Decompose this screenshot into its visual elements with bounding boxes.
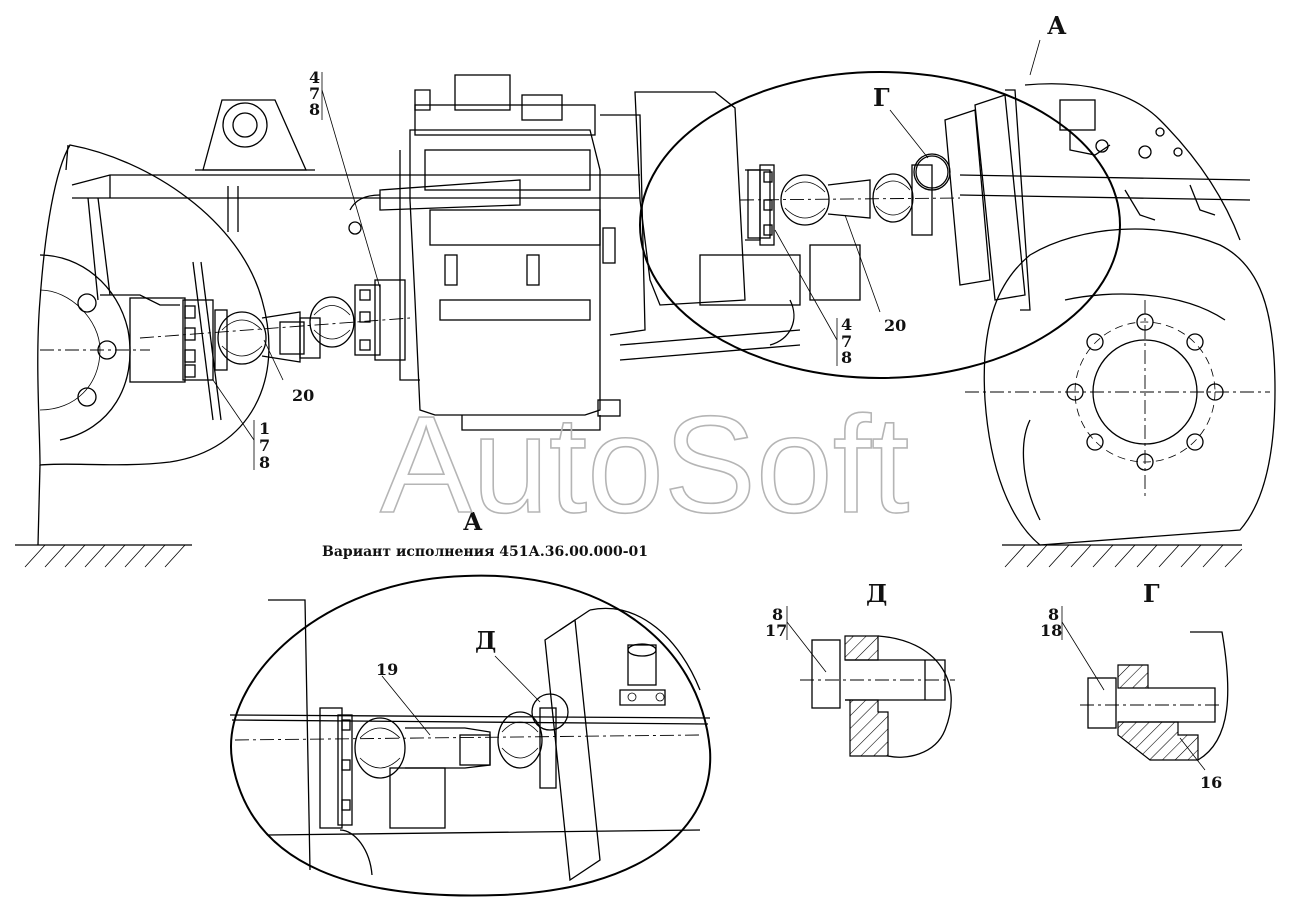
- callout-view-g-part: 16: [1200, 773, 1222, 792]
- section-label-d: Д: [866, 579, 887, 608]
- callout-number: 7: [309, 84, 320, 103]
- transfer-case: [348, 74, 621, 431]
- leader-lines: [212, 39, 1041, 470]
- detail-view-a: Д 19: [229, 574, 712, 897]
- gear-housing: [600, 91, 861, 361]
- callout-number: 8: [841, 348, 852, 367]
- callout-number: 8: [259, 453, 270, 472]
- view-label-a-bottom: А: [463, 507, 483, 536]
- ground-left: [15, 544, 192, 568]
- cardan-shaft-left: [139, 284, 411, 371]
- callout-number: 17: [765, 621, 787, 640]
- detail-view-label-d: Д: [475, 626, 496, 655]
- view-label-a-top: А: [1047, 11, 1067, 40]
- callout-number: 8: [772, 605, 783, 624]
- section-view-g: Г 8 18 16: [1040, 579, 1229, 792]
- section-view-d: Д 8 17: [765, 579, 955, 758]
- left-flange: [129, 261, 222, 421]
- callout-number: 4: [309, 68, 320, 87]
- callout-shaft-right: 20: [884, 316, 906, 335]
- callout-detail-shaft: 19: [376, 660, 398, 679]
- ground-right: [1002, 544, 1243, 568]
- cardan-shaft-right: [739, 155, 961, 246]
- right-wheel: [965, 228, 1276, 546]
- callout-number: 7: [259, 436, 270, 455]
- callout-shaft-left: 20: [292, 386, 314, 405]
- callout-number: 4: [841, 315, 852, 334]
- main-assembly-view: А Г А 4 7 8 1 7 8 4 7 8 20 20 Вариант ис…: [15, 11, 1276, 568]
- spring-bracket: [195, 99, 315, 171]
- variant-caption: Вариант исполнения 451А.36.00.000-01: [322, 544, 648, 560]
- section-label-g: Г: [1143, 579, 1160, 608]
- callout-number: 1: [259, 419, 270, 438]
- left-wheel: [37, 144, 270, 546]
- rear-axle-hub: [944, 83, 1251, 311]
- callout-number: 18: [1040, 621, 1062, 640]
- callout-stack-right: 4 7 8: [841, 315, 852, 367]
- view-label-g-callout: Г: [873, 83, 890, 112]
- detail-circle-a: [639, 71, 1121, 379]
- callout-number: 8: [309, 100, 320, 119]
- watermark: AutoSoft: [380, 388, 909, 542]
- callout-stack-top-left: 4 7 8: [309, 68, 320, 119]
- callout-stack-left: 1 7 8: [259, 419, 270, 472]
- detail-circle-g: [913, 153, 951, 191]
- callout-number: 8: [1048, 605, 1059, 624]
- callout-number: 7: [841, 332, 852, 351]
- chassis-frame: [71, 174, 640, 306]
